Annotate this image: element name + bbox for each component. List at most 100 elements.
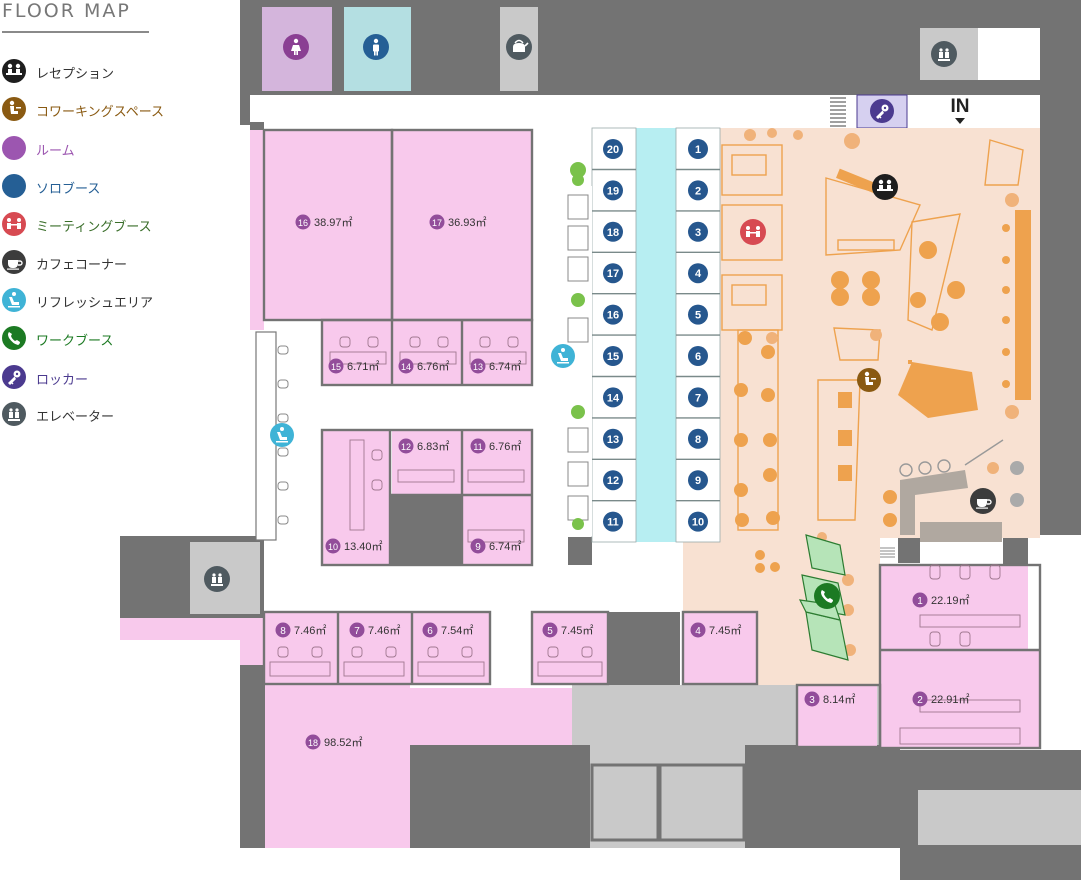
- rooms: [120, 130, 1040, 848]
- room-number: 14: [401, 362, 411, 372]
- booth-number-badge: [688, 511, 708, 532]
- room-area: 6.83㎡: [417, 440, 449, 453]
- solo-booth-6: 6: [688, 346, 708, 366]
- stairs: [880, 547, 895, 558]
- room-number: 10: [328, 542, 338, 552]
- booth-number-badge: [603, 180, 623, 201]
- room-label-2: 2 22.91㎡: [912, 691, 970, 707]
- room-number-badge: [349, 622, 365, 638]
- legend-label: リフレッシュエリア: [36, 295, 154, 310]
- booth-number: 11: [607, 517, 619, 529]
- room-area: 7.45㎡: [561, 624, 593, 637]
- coworking-icon: [2, 97, 26, 121]
- restrooms: [204, 7, 957, 592]
- room-area: 6.74㎡: [489, 540, 521, 553]
- legend-item-locker: ロッカー: [0, 364, 200, 390]
- room-number-badge: [275, 622, 291, 638]
- room-17: [392, 130, 532, 320]
- room-number-badge: [398, 358, 414, 374]
- booth-number: 12: [607, 475, 619, 487]
- room-area: 6.76㎡: [417, 360, 449, 373]
- room-number-badge: [422, 622, 438, 638]
- booth-number: 4: [695, 268, 702, 280]
- work-booth-map-icon: [814, 583, 840, 609]
- booth-number: 17: [607, 268, 619, 280]
- room-area: 38.97㎡: [314, 216, 353, 229]
- booth-number-badge: [603, 139, 623, 159]
- legend-label: ルーム: [36, 143, 75, 158]
- booth-number-badge: [603, 346, 623, 366]
- elevator-icon: [2, 402, 26, 426]
- cafe-counter: [899, 439, 1024, 542]
- room-number-badge: [690, 622, 706, 638]
- legend-label: ワークブース: [36, 333, 114, 348]
- room-area: 7.45㎡: [709, 624, 741, 637]
- room-number: 7: [354, 626, 360, 637]
- entrance-label: IN: [951, 96, 970, 117]
- solo-booth-16: 16: [603, 304, 623, 325]
- room-number: 2: [917, 695, 923, 706]
- room-label-11: 11 6.76㎡: [470, 438, 521, 454]
- legend-item-solo-booth: ソロブース: [0, 173, 200, 199]
- room-area: 22.19㎡: [931, 594, 970, 607]
- room-number-badge: [305, 734, 321, 750]
- room-number: 9: [475, 542, 481, 553]
- room-number: 11: [473, 442, 482, 452]
- room-number-badge: [328, 358, 344, 374]
- refresh-area-left: [255, 162, 592, 541]
- solo-booth-2: 2: [688, 180, 708, 201]
- room-furniture: [269, 336, 1021, 745]
- room-area: 6.71㎡: [347, 360, 379, 373]
- locker-area: [830, 94, 908, 129]
- room-number: 18: [308, 738, 318, 748]
- room-label-4: 4 7.45㎡: [690, 622, 741, 638]
- room-area: 36.93㎡: [448, 216, 487, 229]
- legend-item-refresh: リフレッシュエリア: [0, 287, 200, 313]
- booth-number-badge: [688, 221, 708, 242]
- legend-item-work-booth: ワークブース: [0, 325, 200, 351]
- key-icon: [2, 365, 26, 389]
- room-16: [264, 130, 392, 320]
- legend-label: レセプション: [36, 66, 115, 81]
- meeting-booth-icon: [2, 212, 26, 236]
- room-number: 4: [695, 626, 701, 637]
- booth-number-badge: [688, 139, 708, 159]
- booth-number: 20: [607, 144, 619, 156]
- legend-label: エレベーター: [36, 409, 115, 424]
- solo-booth-15: 15: [603, 346, 623, 366]
- solo-booth-19: 19: [603, 180, 623, 201]
- solo-booth-14: 14: [603, 387, 623, 408]
- booth-number: 18: [607, 227, 619, 239]
- booth-number-badge: [603, 428, 623, 449]
- room-area: 13.40㎡: [344, 540, 383, 553]
- room-18: [120, 618, 572, 848]
- room-8: [264, 612, 338, 684]
- booth-number-badge: [688, 387, 708, 408]
- solo-booth-10: 10: [688, 511, 708, 532]
- booth-number: 15: [607, 351, 619, 363]
- massage-chair-icon: [2, 288, 26, 312]
- room-area: 6.76㎡: [489, 440, 521, 453]
- booth-number-badge: [688, 263, 708, 284]
- page-title: FLOOR MAP: [2, 0, 131, 22]
- room-number-badge: [470, 538, 486, 554]
- booth-number: 13: [607, 434, 619, 446]
- booth-number: 19: [607, 185, 619, 197]
- booth-number-badge: [688, 304, 708, 325]
- legend-label: ソロブース: [36, 181, 101, 196]
- solo-booth-7: 7: [688, 387, 708, 408]
- room-area: 22.91㎡: [931, 693, 970, 706]
- legend-item-cafe: カフェコーナー: [0, 249, 200, 275]
- room-icon: [2, 136, 26, 160]
- legend-item-meeting-booth: ミーティングブース: [0, 211, 200, 237]
- reception-icon: [2, 59, 26, 83]
- booth-number: 6: [695, 351, 701, 363]
- room-area: 8.14㎡: [823, 693, 855, 706]
